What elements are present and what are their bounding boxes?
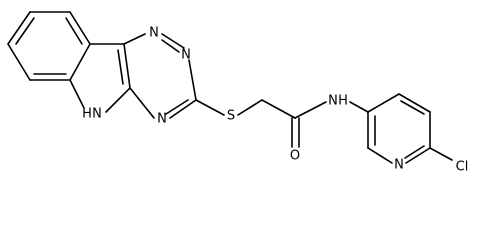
chlorine-label: Cl bbox=[456, 160, 469, 175]
molecule-drawing: N N N N H S O N H N Cl bbox=[7, 11, 468, 175]
amide-n-label: N bbox=[328, 94, 338, 109]
triazine-n-top-label: N bbox=[149, 26, 159, 41]
indole-n-label: N bbox=[92, 107, 102, 122]
pyrrole-ring bbox=[69, 43, 131, 113]
triazine-n-bottom-label: N bbox=[157, 112, 167, 127]
carbonyl-o-label: O bbox=[290, 149, 300, 164]
sulfur-label: S bbox=[227, 109, 235, 124]
pyridine-n-label: N bbox=[394, 158, 404, 173]
triazine-ring bbox=[123, 33, 197, 119]
indole-h-label: H bbox=[82, 107, 92, 122]
structure-canvas: N N N N H S O N H N Cl bbox=[7, 11, 468, 175]
atom-labels: N N N N H S O N H N Cl bbox=[82, 26, 468, 175]
pyridine-ring bbox=[367, 93, 453, 164]
triazine-n-right-label: N bbox=[181, 48, 191, 63]
side-chain bbox=[195, 99, 369, 148]
amide-h-label: H bbox=[338, 94, 348, 109]
benzene-ring bbox=[7, 11, 91, 81]
